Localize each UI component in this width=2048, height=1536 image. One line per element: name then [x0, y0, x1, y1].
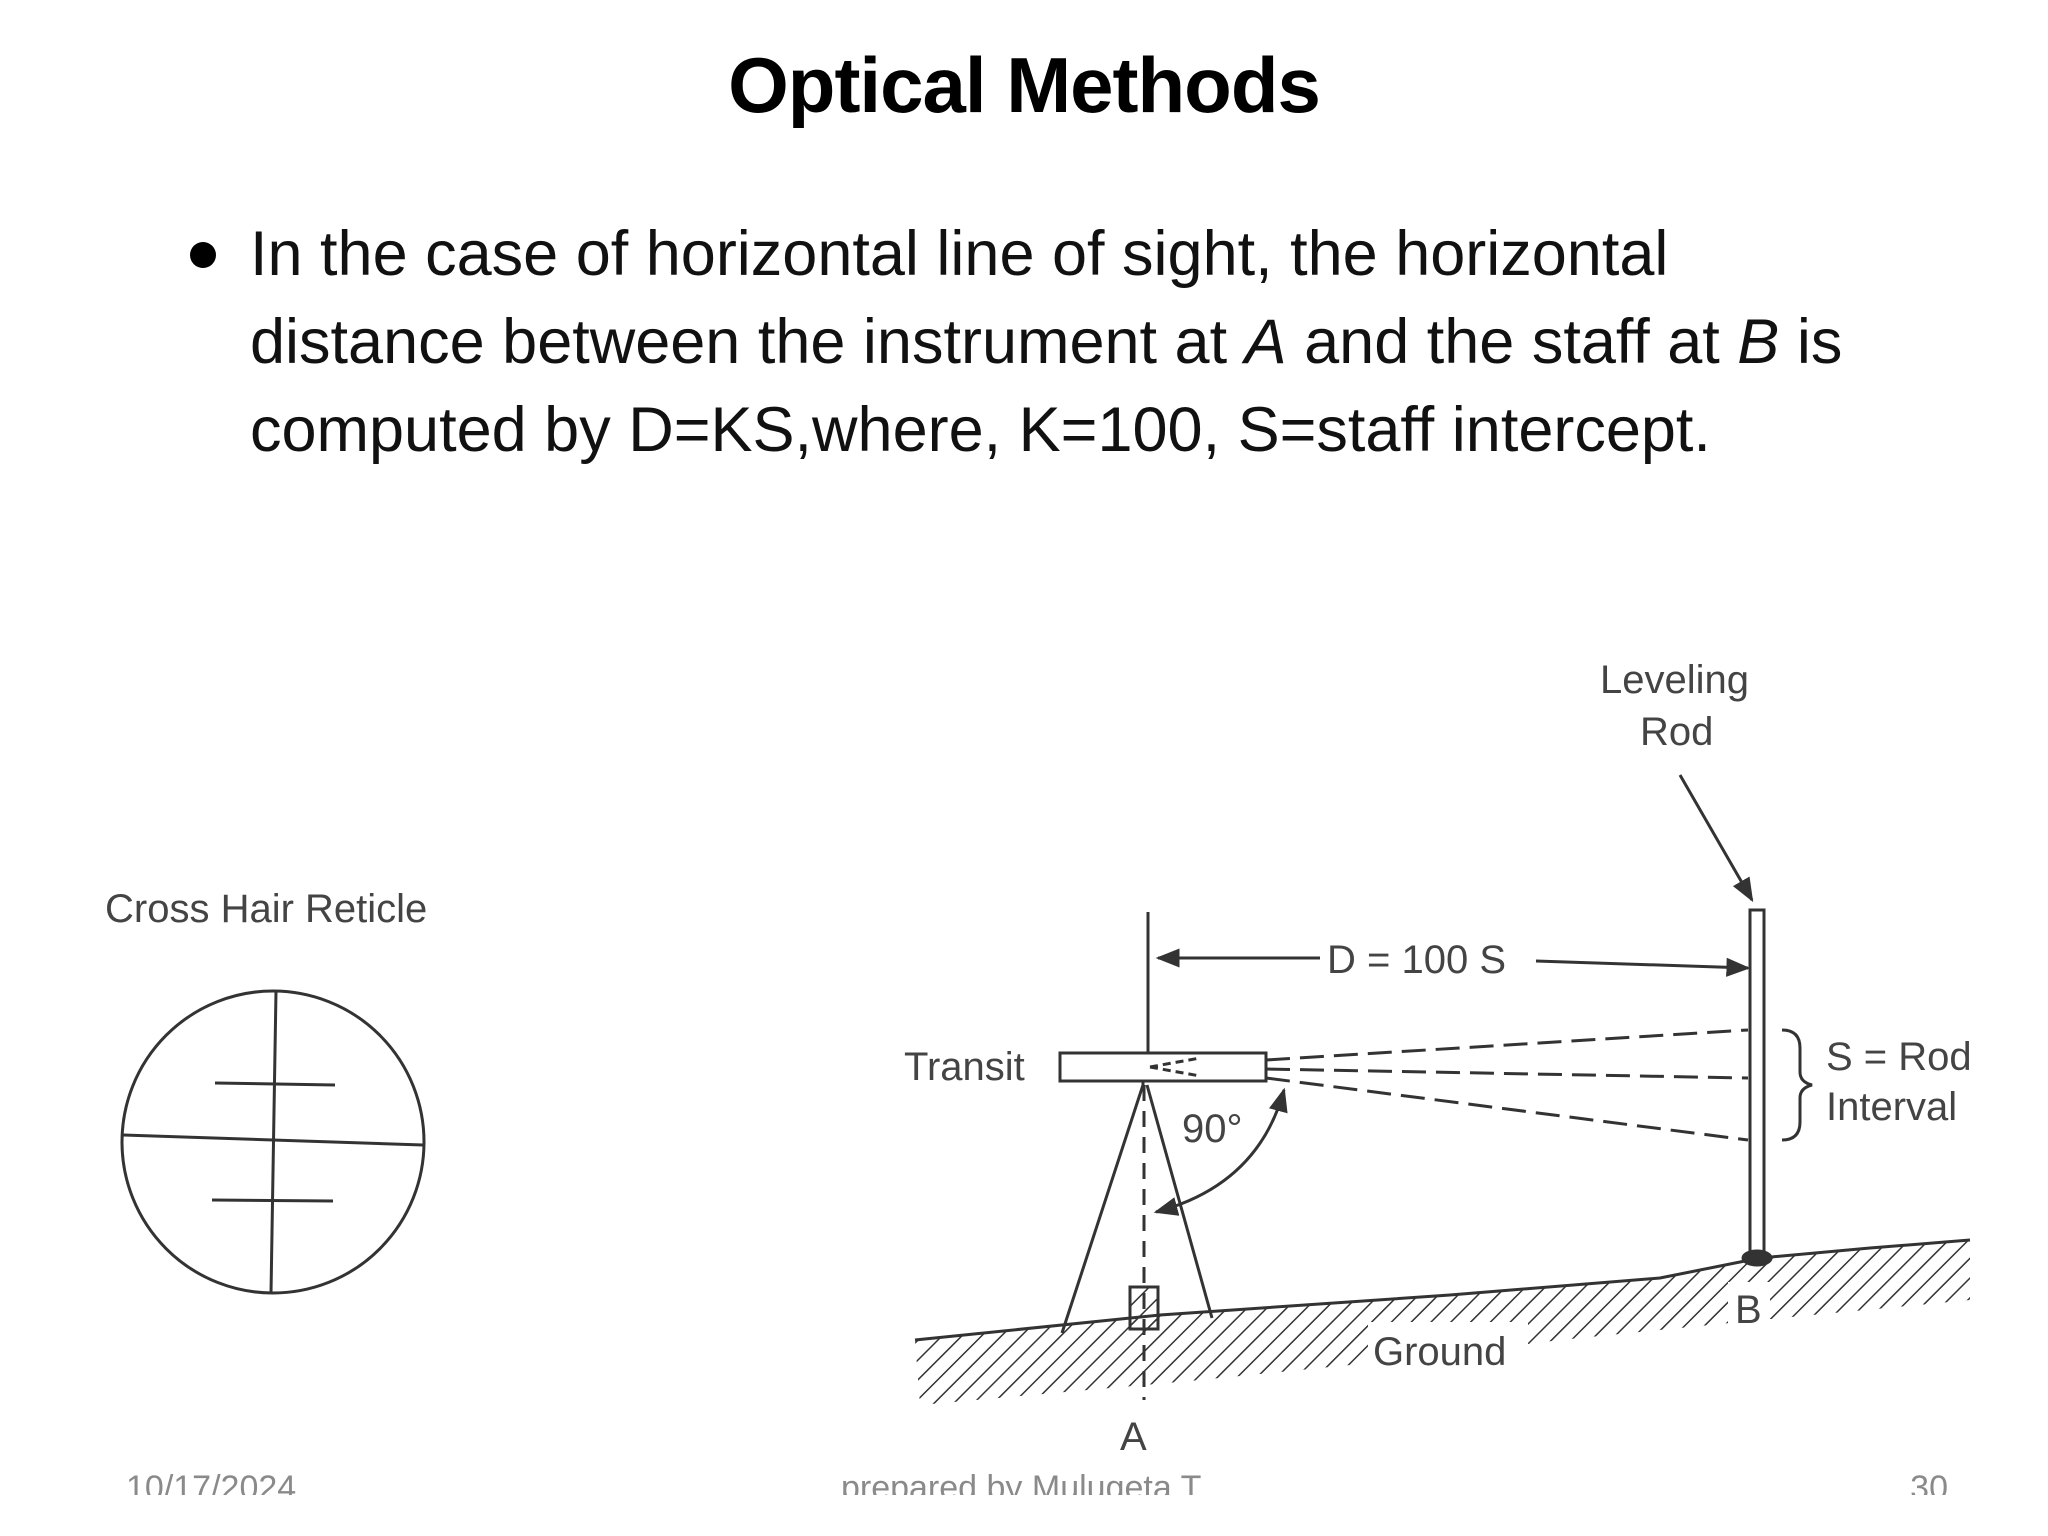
sight-lines — [1265, 1028, 1749, 1142]
rod-interval: S = Rod Interval — [1781, 1028, 1972, 1142]
reticle-circle — [120, 989, 426, 1295]
point-a-label: A — [1120, 1415, 1147, 1459]
lower-sight-line — [1265, 1076, 1749, 1142]
reticle-label: Cross Hair Reticle — [105, 887, 427, 931]
leveling-rod-label-line2: Rod — [1640, 710, 1713, 754]
point-b-ref: B — [1737, 307, 1780, 377]
point-b-label: B — [1735, 1288, 1762, 1332]
bullet-item: In the case of horizontal line of sight,… — [190, 210, 1910, 474]
bullet-text-part2: and the staff at — [1286, 307, 1738, 377]
footer-author: prepared by Mulugeta T. — [0, 1455, 2048, 1495]
reticle-lower-stadia-hair — [211, 1198, 334, 1203]
leveling-rod: Leveling Rod B — [1600, 658, 1773, 1332]
reticle-vertical-hair — [269, 990, 278, 1294]
point-b-label-bg — [1728, 1282, 1770, 1330]
ground-label-bg — [1368, 1322, 1528, 1372]
right-angle-indicator: 90° — [1153, 1087, 1288, 1216]
distance-dimension: D = 100 S — [1155, 938, 1751, 982]
transit-label: Transit — [904, 1045, 1025, 1089]
leveling-rod-label-line1: Leveling — [1600, 658, 1749, 702]
footer-page-number: 30 — [1910, 1455, 1948, 1495]
upper-sight-line — [1265, 1028, 1749, 1062]
footer-author-text: prepared by Mulugeta T. — [840, 1469, 1208, 1495]
rod-interval-label-line1: S = Rod — [1826, 1035, 1972, 1079]
rod-interval-label-line2: Interval — [1826, 1085, 1957, 1129]
reticle-upper-stadia-hair — [214, 1081, 336, 1087]
ground: Ground — [914, 1238, 1971, 1405]
ground-label: Ground — [1373, 1330, 1506, 1374]
bullet-text-part1: In the case of horizontal line of sight,… — [250, 219, 1669, 377]
transit: Transit — [904, 1045, 1268, 1089]
point-a-marker: A — [1120, 1085, 1160, 1459]
bullet-text: In the case of horizontal line of sight,… — [250, 210, 1910, 474]
footer-date-text: 10/17/2024 — [126, 1469, 297, 1495]
distance-label: D = 100 S — [1327, 938, 1506, 982]
reticle-horizontal-hair — [122, 1133, 424, 1147]
horizontal-sight-line — [1265, 1067, 1749, 1080]
point-a-ref: A — [1244, 307, 1287, 377]
footer-date: 10/17/2024 — [126, 1455, 296, 1495]
angle-label: 90° — [1182, 1107, 1243, 1151]
bullet-dot-icon — [190, 242, 216, 268]
bullet-text-part3: is computed by D=KS,where, K=100, S=staf… — [250, 307, 1843, 465]
footer-page-number-text: 30 — [1910, 1469, 1948, 1495]
cross-hair-reticle: Cross Hair Reticle — [105, 887, 427, 1295]
slide-title: Optical Methods — [728, 41, 1321, 129]
